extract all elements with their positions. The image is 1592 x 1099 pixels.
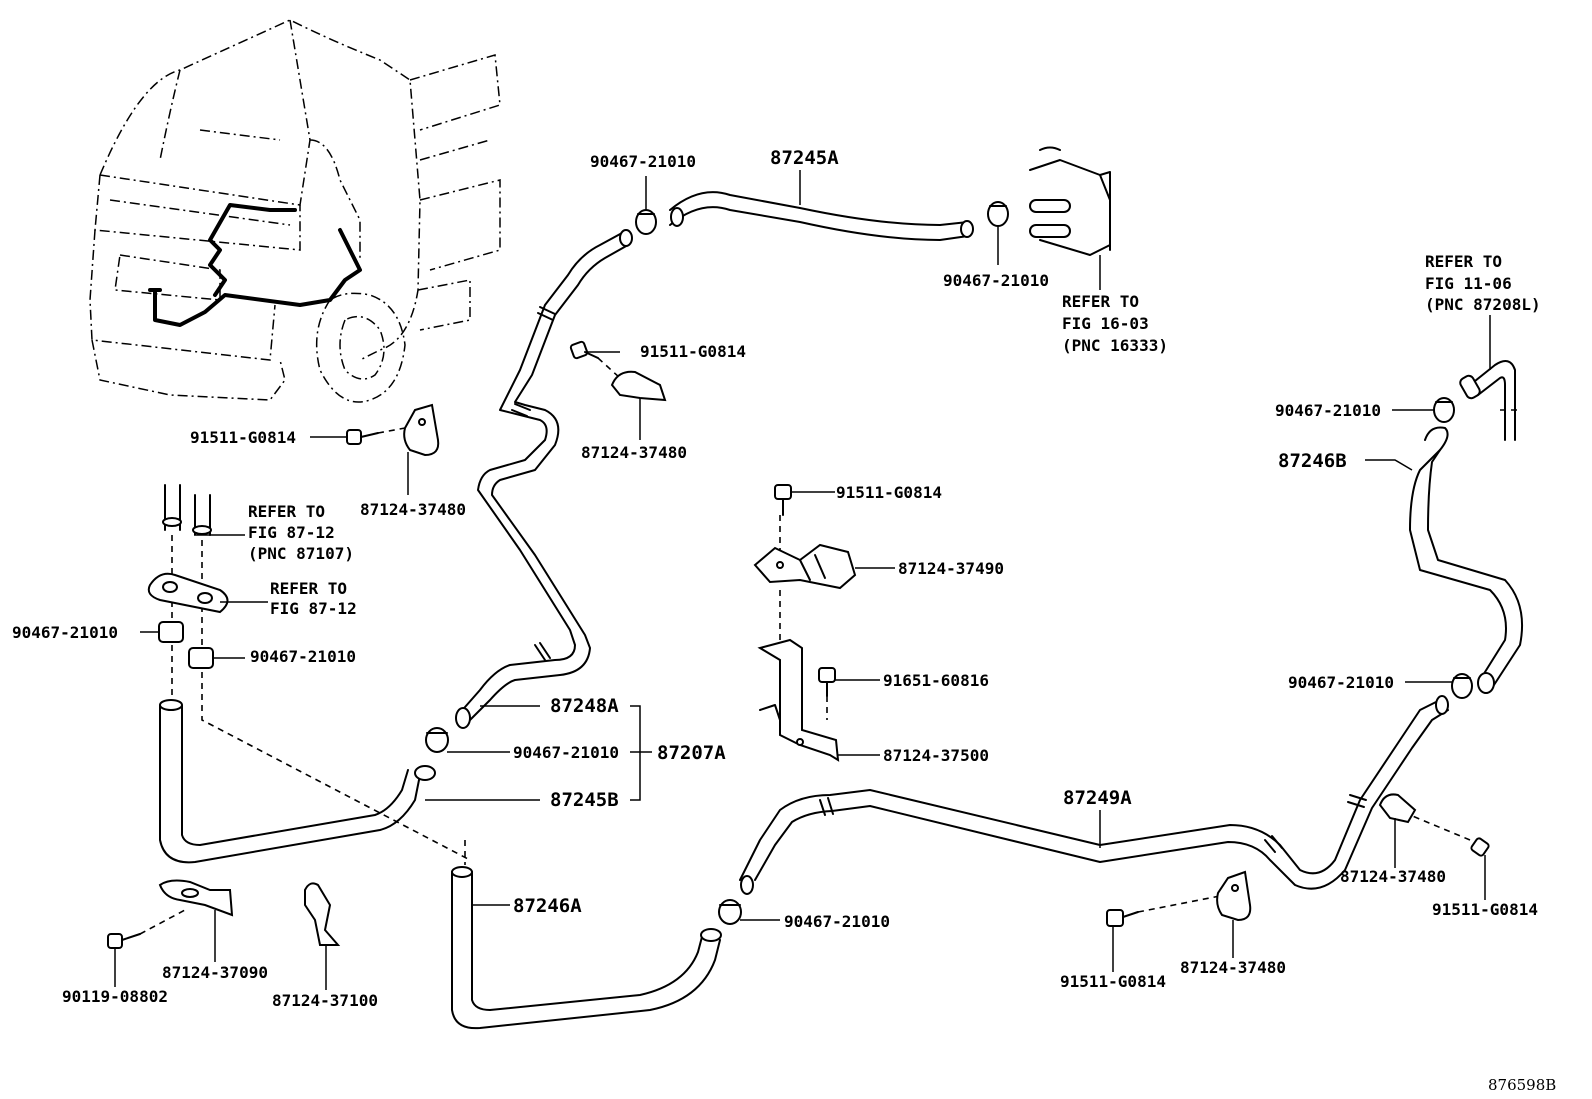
label-90119-08802: 90119-08802: [62, 987, 168, 1006]
hose-87246B: [1409, 426, 1524, 694]
reference-note-fig-16-03: REFER TO FIG 16-03 (PNC 16333): [1062, 292, 1168, 355]
bolt-91651: [818, 667, 836, 720]
bolt-91511-lower: [1106, 894, 1226, 927]
label-91651-60816: 91651-60816: [883, 671, 989, 690]
leader-lines: [114, 170, 1491, 990]
label-87245B: 87245B: [550, 789, 619, 811]
reference-note-fig-87-12-b: REFER TO FIG 87-12: [270, 579, 357, 618]
label-87124-37480-left: 87124-37480: [360, 500, 466, 519]
label-87124-37480-upper: 87124-37480: [581, 443, 687, 462]
label-87246B: 87246B: [1278, 450, 1347, 472]
hose-clamp-right-upper: [1433, 397, 1455, 423]
svg-text:REFER TO: REFER TO: [1062, 292, 1139, 311]
label-90467-21010-upper-right: 90467-21010: [943, 271, 1049, 290]
svg-text:(PNC 16333): (PNC 16333): [1062, 336, 1168, 355]
clamp-87124-37480-right: [1378, 793, 1417, 824]
label-90467-21010-right-upper: 90467-21010: [1275, 401, 1381, 420]
bolt-91511-upper-center: [569, 340, 621, 379]
grommet-right: [188, 647, 214, 669]
label-90467-21010-upper-left: 90467-21010: [590, 152, 696, 171]
label-87245A: 87245A: [770, 147, 839, 169]
label-91511-G0814-center: 91511-G0814: [836, 483, 942, 502]
svg-text:FIG 16-03: FIG 16-03: [1062, 314, 1149, 333]
clamp-87124-37480-lower: [1216, 870, 1252, 922]
bolt-90119: [107, 909, 186, 949]
hose-87245B: [159, 699, 436, 864]
truck-cab-illustration: [89, 19, 501, 403]
reference-note-fig-87-12-a: REFER TO FIG 87-12 (PNC 87107): [248, 502, 354, 563]
hose-87245A: [669, 191, 974, 241]
hose-clamp-right-mid: [1451, 673, 1473, 699]
clamp-87124-37480-upper-center: [610, 370, 667, 402]
svg-text:FIG 87-12: FIG 87-12: [248, 523, 335, 542]
hose-route-highlight: [153, 203, 362, 327]
bolt-91511-right: [1409, 814, 1490, 857]
heater-core-pipes: [1029, 146, 1111, 256]
label-90467-21010-left-lower: 90467-21010: [250, 647, 356, 666]
label-87124-37500: 87124-37500: [883, 746, 989, 765]
label-87124-37480-right: 87124-37480: [1340, 867, 1446, 886]
label-87124-37100: 87124-37100: [272, 991, 378, 1010]
label-91511-G0814-left: 91511-G0814: [190, 428, 296, 447]
svg-text:(PNC 87208L): (PNC 87208L): [1425, 295, 1541, 314]
clamp-87124-37090: [158, 879, 234, 917]
bracket-87124-37500: [757, 638, 840, 762]
grommet-plate: [147, 572, 229, 614]
label-91511-G0814-right: 91511-G0814: [1432, 900, 1538, 919]
clamp-87124-37100: [304, 882, 341, 946]
svg-text:FIG 11-06: FIG 11-06: [1425, 274, 1512, 293]
part-labels: 90467-21010 87245A 90467-21010 91511-G08…: [12, 147, 1538, 1010]
hose-clamp-mid-left: [425, 727, 449, 753]
label-87249A: 87249A: [1063, 787, 1132, 809]
svg-text:(PNC 87107): (PNC 87107): [248, 544, 354, 563]
hose-87246A: [451, 866, 722, 1030]
label-90467-21010-left: 90467-21010: [12, 623, 118, 642]
hose-87248A: [455, 229, 633, 729]
svg-text:REFER TO: REFER TO: [270, 579, 347, 598]
svg-text:REFER TO: REFER TO: [1425, 252, 1502, 271]
label-90467-21010-lower: 90467-21010: [784, 912, 890, 931]
hose-87249A: [739, 695, 1449, 895]
label-87124-37490: 87124-37490: [898, 559, 1004, 578]
svg-text:REFER TO: REFER TO: [248, 502, 325, 521]
label-91511-G0814-upper: 91511-G0814: [640, 342, 746, 361]
label-87207A: 87207A: [657, 742, 726, 764]
svg-text:FIG 87-12: FIG 87-12: [270, 599, 357, 618]
figure-id: 876598B: [1488, 1076, 1556, 1094]
label-87124-37090: 87124-37090: [162, 963, 268, 982]
label-91511-G0814-lower: 91511-G0814: [1060, 972, 1166, 991]
label-87248A: 87248A: [550, 695, 619, 717]
label-87246A: 87246A: [513, 895, 582, 917]
pipe-ref-87208L: [1459, 360, 1520, 441]
hose-clamp-upper-left: [635, 209, 657, 235]
label-90467-21010-mid: 90467-21010: [513, 743, 619, 762]
reference-note-fig-11-06: REFER TO FIG 11-06 (PNC 87208L): [1425, 252, 1541, 314]
clamp-87124-37480-left: [403, 403, 440, 457]
hose-clamp-lower-center: [718, 899, 742, 925]
label-90467-21010-right-mid: 90467-21010: [1288, 673, 1394, 692]
label-87124-37480-lower: 87124-37480: [1180, 958, 1286, 977]
grommet-left: [158, 621, 184, 643]
bolt-91511-left: [346, 427, 406, 445]
bracket-87124-37490: [753, 543, 857, 590]
hose-clamp-upper-right: [987, 201, 1009, 227]
